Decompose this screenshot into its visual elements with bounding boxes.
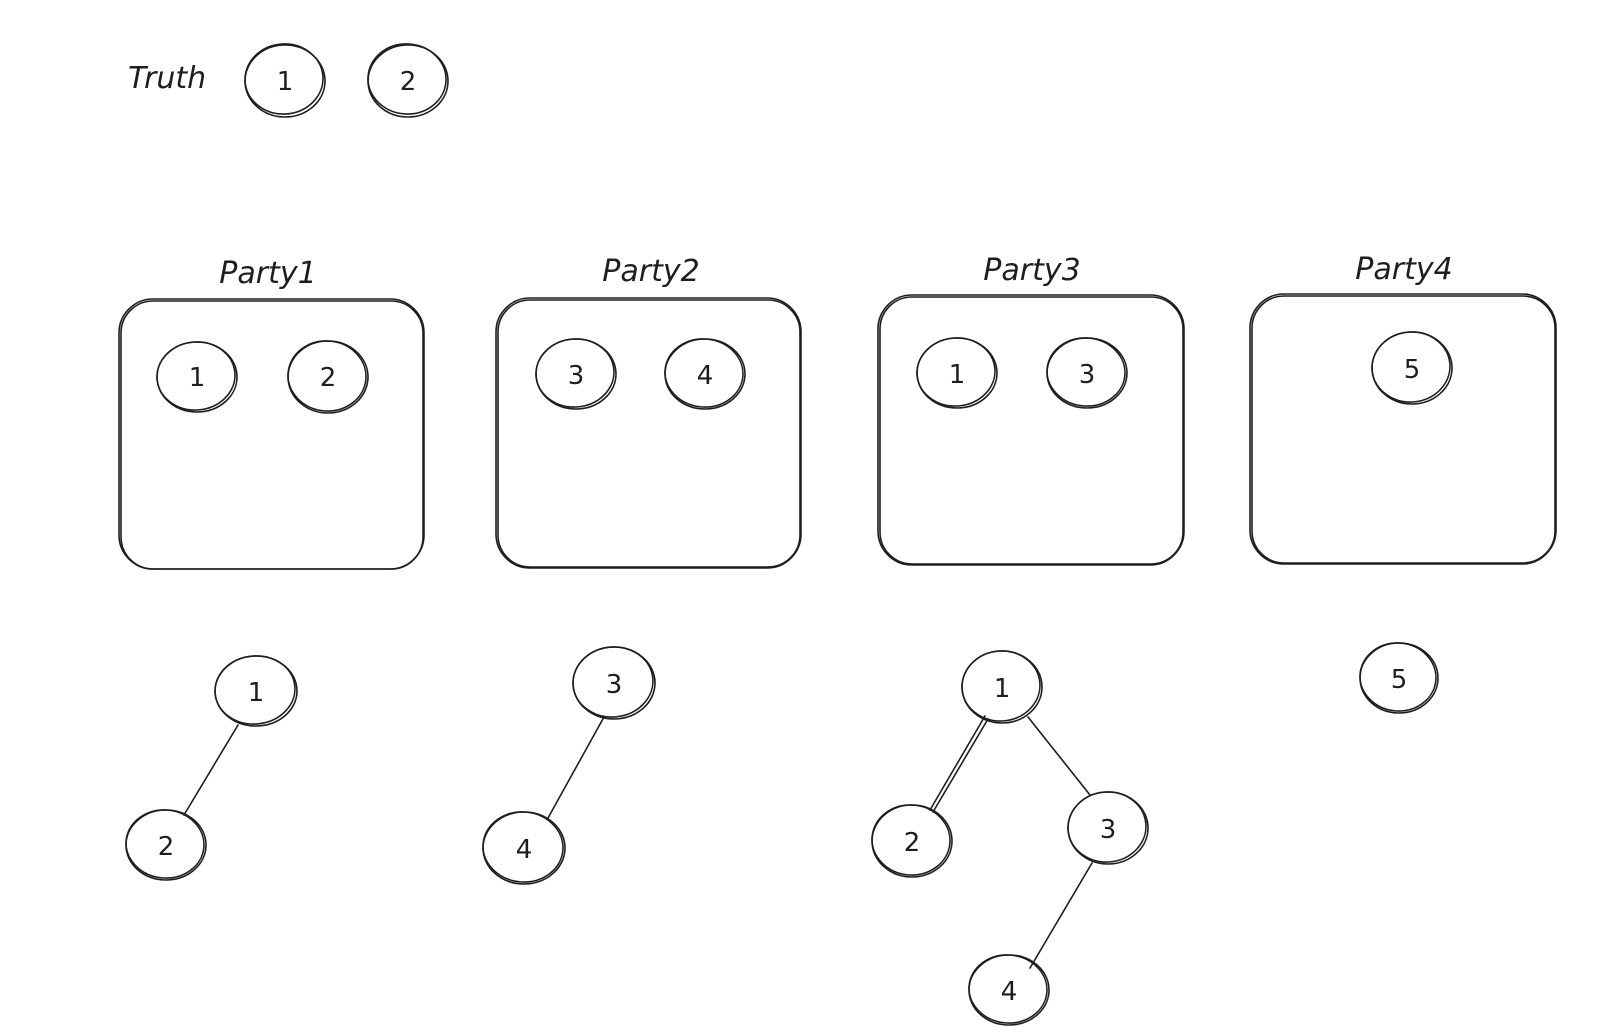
truth-label: Truth — [128, 61, 206, 96]
party-3: Party3 1 3 1 2 — [871, 253, 1185, 1026]
party-member-node: 3 — [1046, 337, 1128, 409]
tree-edge — [1029, 862, 1093, 969]
member-label: 3 — [568, 361, 585, 391]
tree-node-label: 5 — [1391, 665, 1408, 695]
tree-node: 5 — [1359, 642, 1439, 714]
party-box — [1249, 293, 1557, 565]
member-label: 4 — [697, 361, 714, 391]
party-box — [118, 298, 425, 570]
truth-node: 1 — [244, 43, 326, 118]
member-label: 2 — [320, 363, 337, 393]
tree-node: 1 — [214, 655, 298, 727]
tree-edge — [1027, 716, 1091, 796]
tree-node-label: 4 — [516, 835, 533, 865]
tree-node: 2 — [125, 809, 207, 881]
member-label: 5 — [1404, 355, 1421, 385]
tree-edge — [929, 715, 986, 811]
tree-node: 2 — [871, 804, 953, 878]
party-4: Party4 5 5 — [1249, 252, 1557, 714]
party-2: Party2 3 4 3 4 — [482, 254, 802, 885]
truth-node: 2 — [367, 43, 449, 118]
tree-node-label: 3 — [606, 670, 623, 700]
tree-node-label: 2 — [904, 828, 921, 858]
party-member-node: 1 — [916, 337, 998, 409]
party-member-node: 5 — [1371, 331, 1453, 405]
party-member-node: 3 — [535, 338, 617, 410]
party-label: Party1 — [219, 256, 316, 291]
tree-node: 3 — [572, 646, 656, 720]
party-1: Party1 1 2 1 2 — [118, 256, 425, 881]
member-label: 1 — [189, 363, 206, 393]
tree-node: 4 — [482, 811, 566, 885]
tree-node: 4 — [968, 954, 1050, 1026]
tree-edge — [183, 724, 239, 816]
truth-group: Truth 1 2 — [128, 43, 449, 118]
tree-node-label: 1 — [248, 678, 265, 708]
tree-edge — [547, 716, 605, 819]
truth-node-label: 2 — [400, 67, 417, 97]
party-label: Party2 — [602, 254, 699, 289]
party-member-node: 4 — [664, 338, 746, 410]
party-member-node: 2 — [287, 340, 369, 414]
tree-node-label: 3 — [1100, 815, 1117, 845]
tree-node-label: 4 — [1001, 977, 1018, 1007]
party-box — [495, 297, 802, 569]
tree-edge — [932, 718, 989, 813]
party-box — [877, 294, 1185, 566]
party-member-node: 1 — [156, 341, 238, 413]
party-label: Party3 — [983, 253, 1080, 288]
truth-node-label: 1 — [277, 67, 294, 97]
tree-node: 1 — [961, 650, 1043, 724]
member-label: 3 — [1079, 360, 1096, 390]
member-label: 1 — [949, 360, 966, 390]
tree-node-label: 2 — [158, 832, 175, 862]
tree-node-label: 1 — [994, 674, 1011, 704]
tree-node: 3 — [1067, 791, 1149, 865]
party-label: Party4 — [1355, 252, 1452, 287]
